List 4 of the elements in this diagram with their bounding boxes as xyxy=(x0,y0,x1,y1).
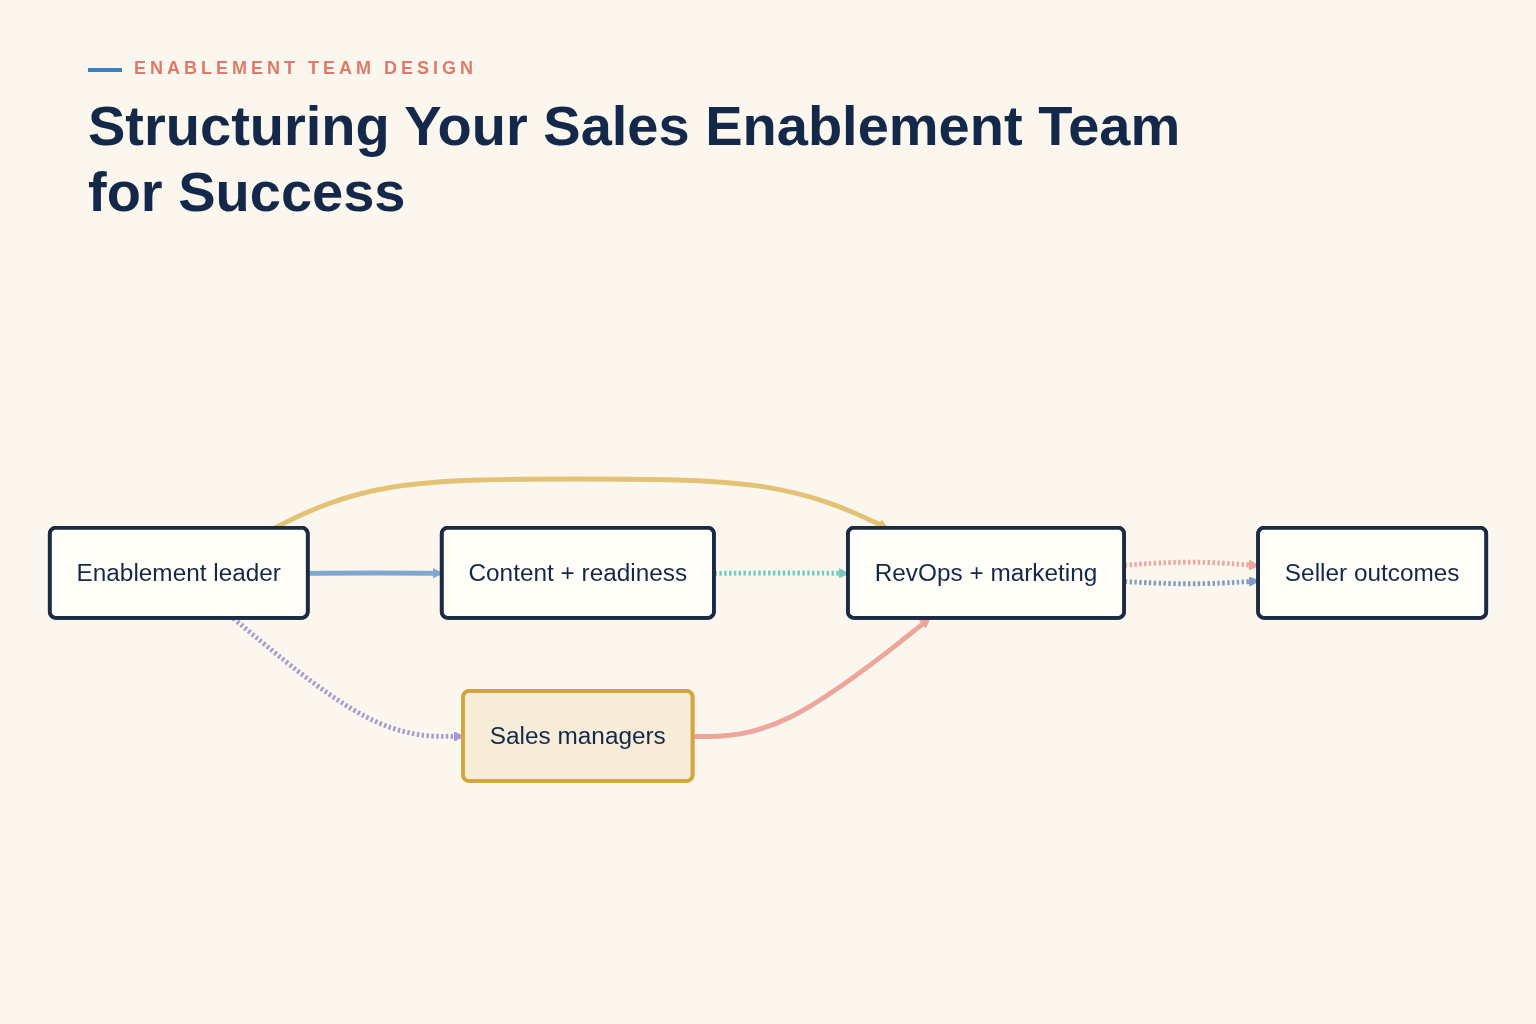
title: Structuring Your Sales Enablement Team for Success xyxy=(88,93,1182,225)
arrow xyxy=(693,617,931,739)
eyebrow-label: ENABLEMENT TEAM DESIGN xyxy=(134,58,477,79)
arrow xyxy=(714,567,849,579)
